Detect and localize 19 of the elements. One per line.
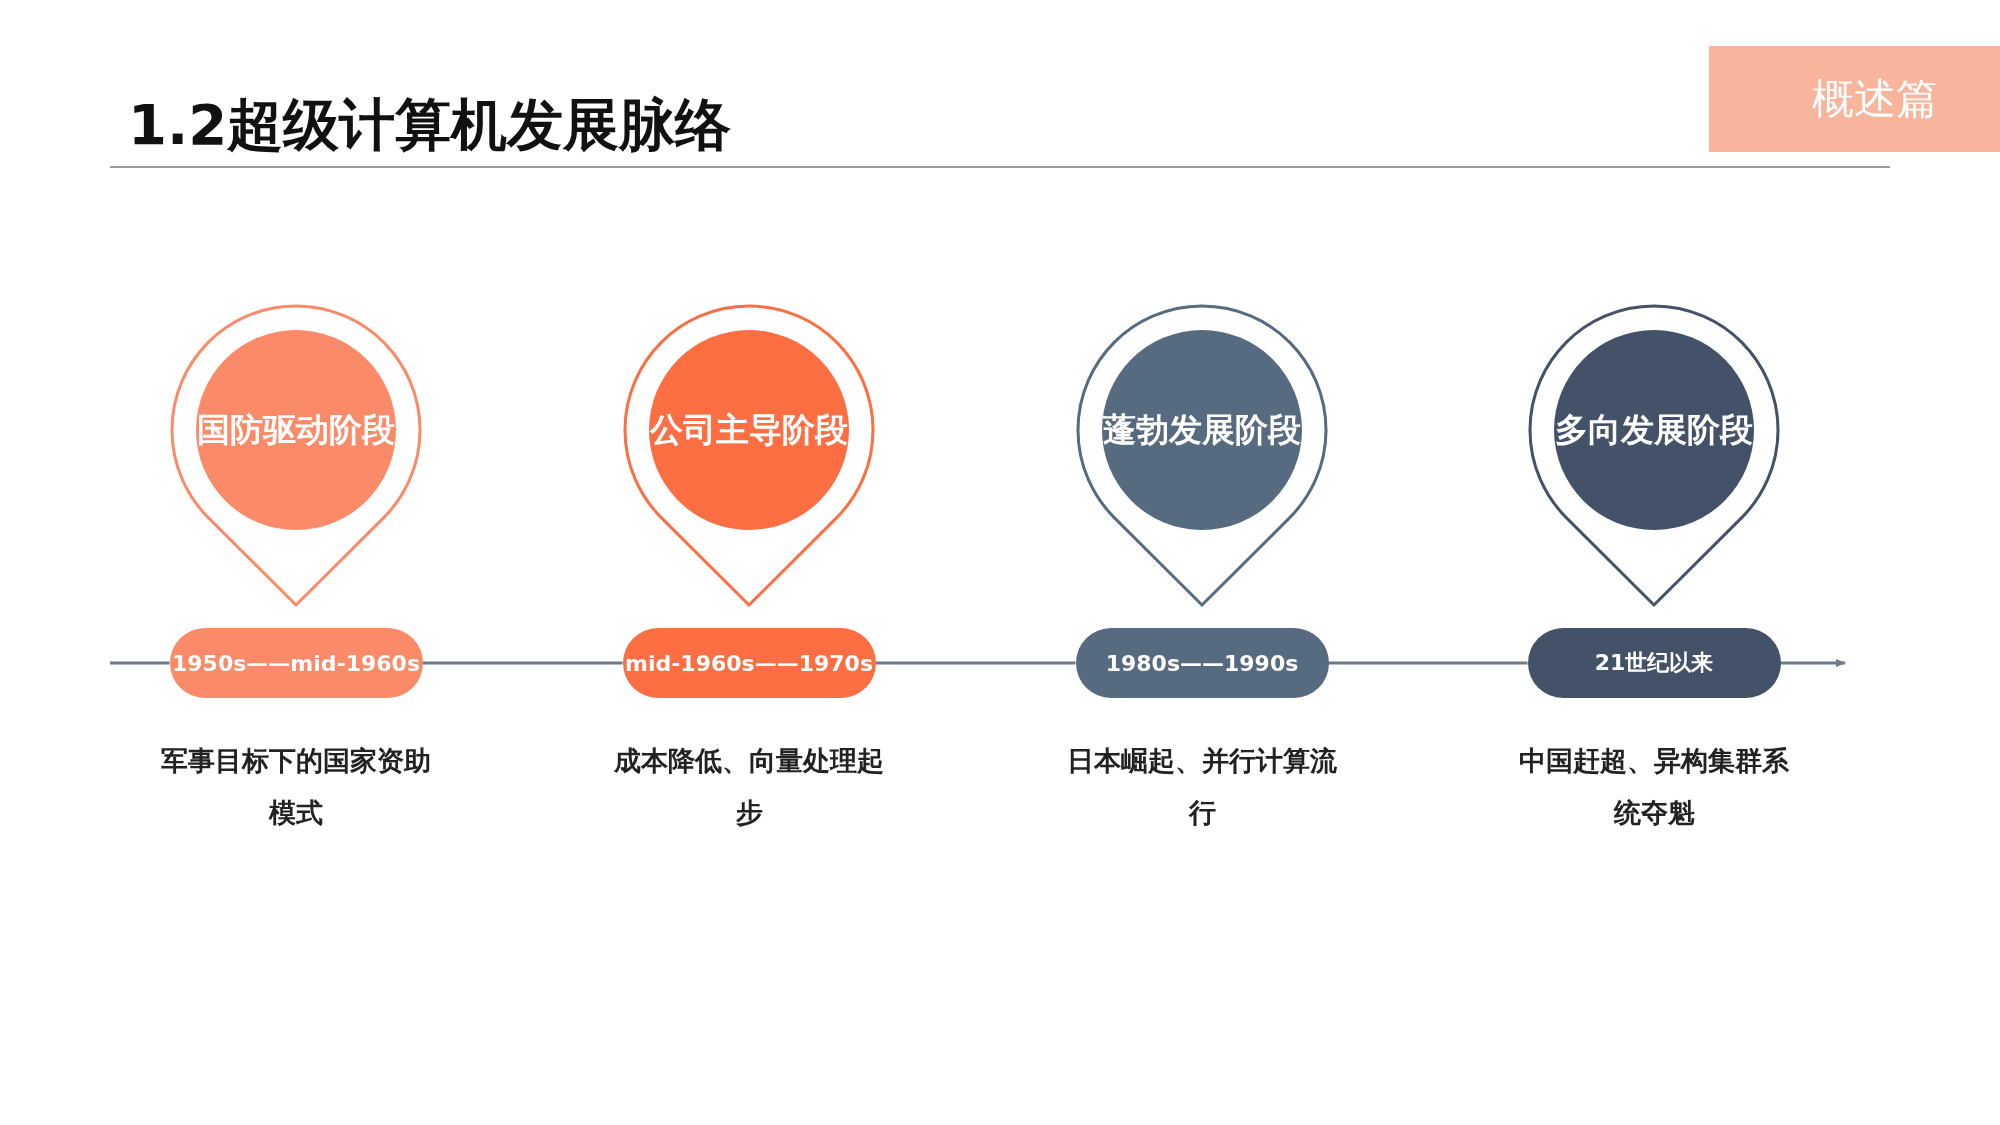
stage-label: 公司主导阶段 <box>648 409 849 451</box>
stage-label: 国防驱动阶段 <box>196 409 396 451</box>
timeline-line <box>1328 661 1528 665</box>
date-pill: 1950s——mid-1960s <box>169 628 423 698</box>
page-title: 1.2超级计算机发展脉络 <box>128 91 732 159</box>
stage-description: 日本崛起、并行计算流行 <box>1066 744 1338 830</box>
timeline-line <box>422 661 623 665</box>
timeline-line <box>110 661 170 665</box>
stage-description: 中国赶超、异构集群系统夺魁 <box>1518 744 1790 830</box>
timeline-line <box>875 661 1076 665</box>
stage-description: 军事目标下的国家资助模式 <box>160 744 432 830</box>
date-pill: 21世纪以来 <box>1527 628 1781 698</box>
date-pill: mid-1960s——1970s <box>622 628 876 698</box>
date-pill: 1980s——1990s <box>1075 628 1329 698</box>
tab-label: 概述篇 <box>1709 46 2000 152</box>
stage-label: 蓬勃发展阶段 <box>1102 409 1302 451</box>
stage-description: 成本降低、向量处理起步 <box>613 744 885 830</box>
timeline-arrow <box>1780 659 1846 667</box>
stage-label: 多向发展阶段 <box>1554 409 1754 451</box>
